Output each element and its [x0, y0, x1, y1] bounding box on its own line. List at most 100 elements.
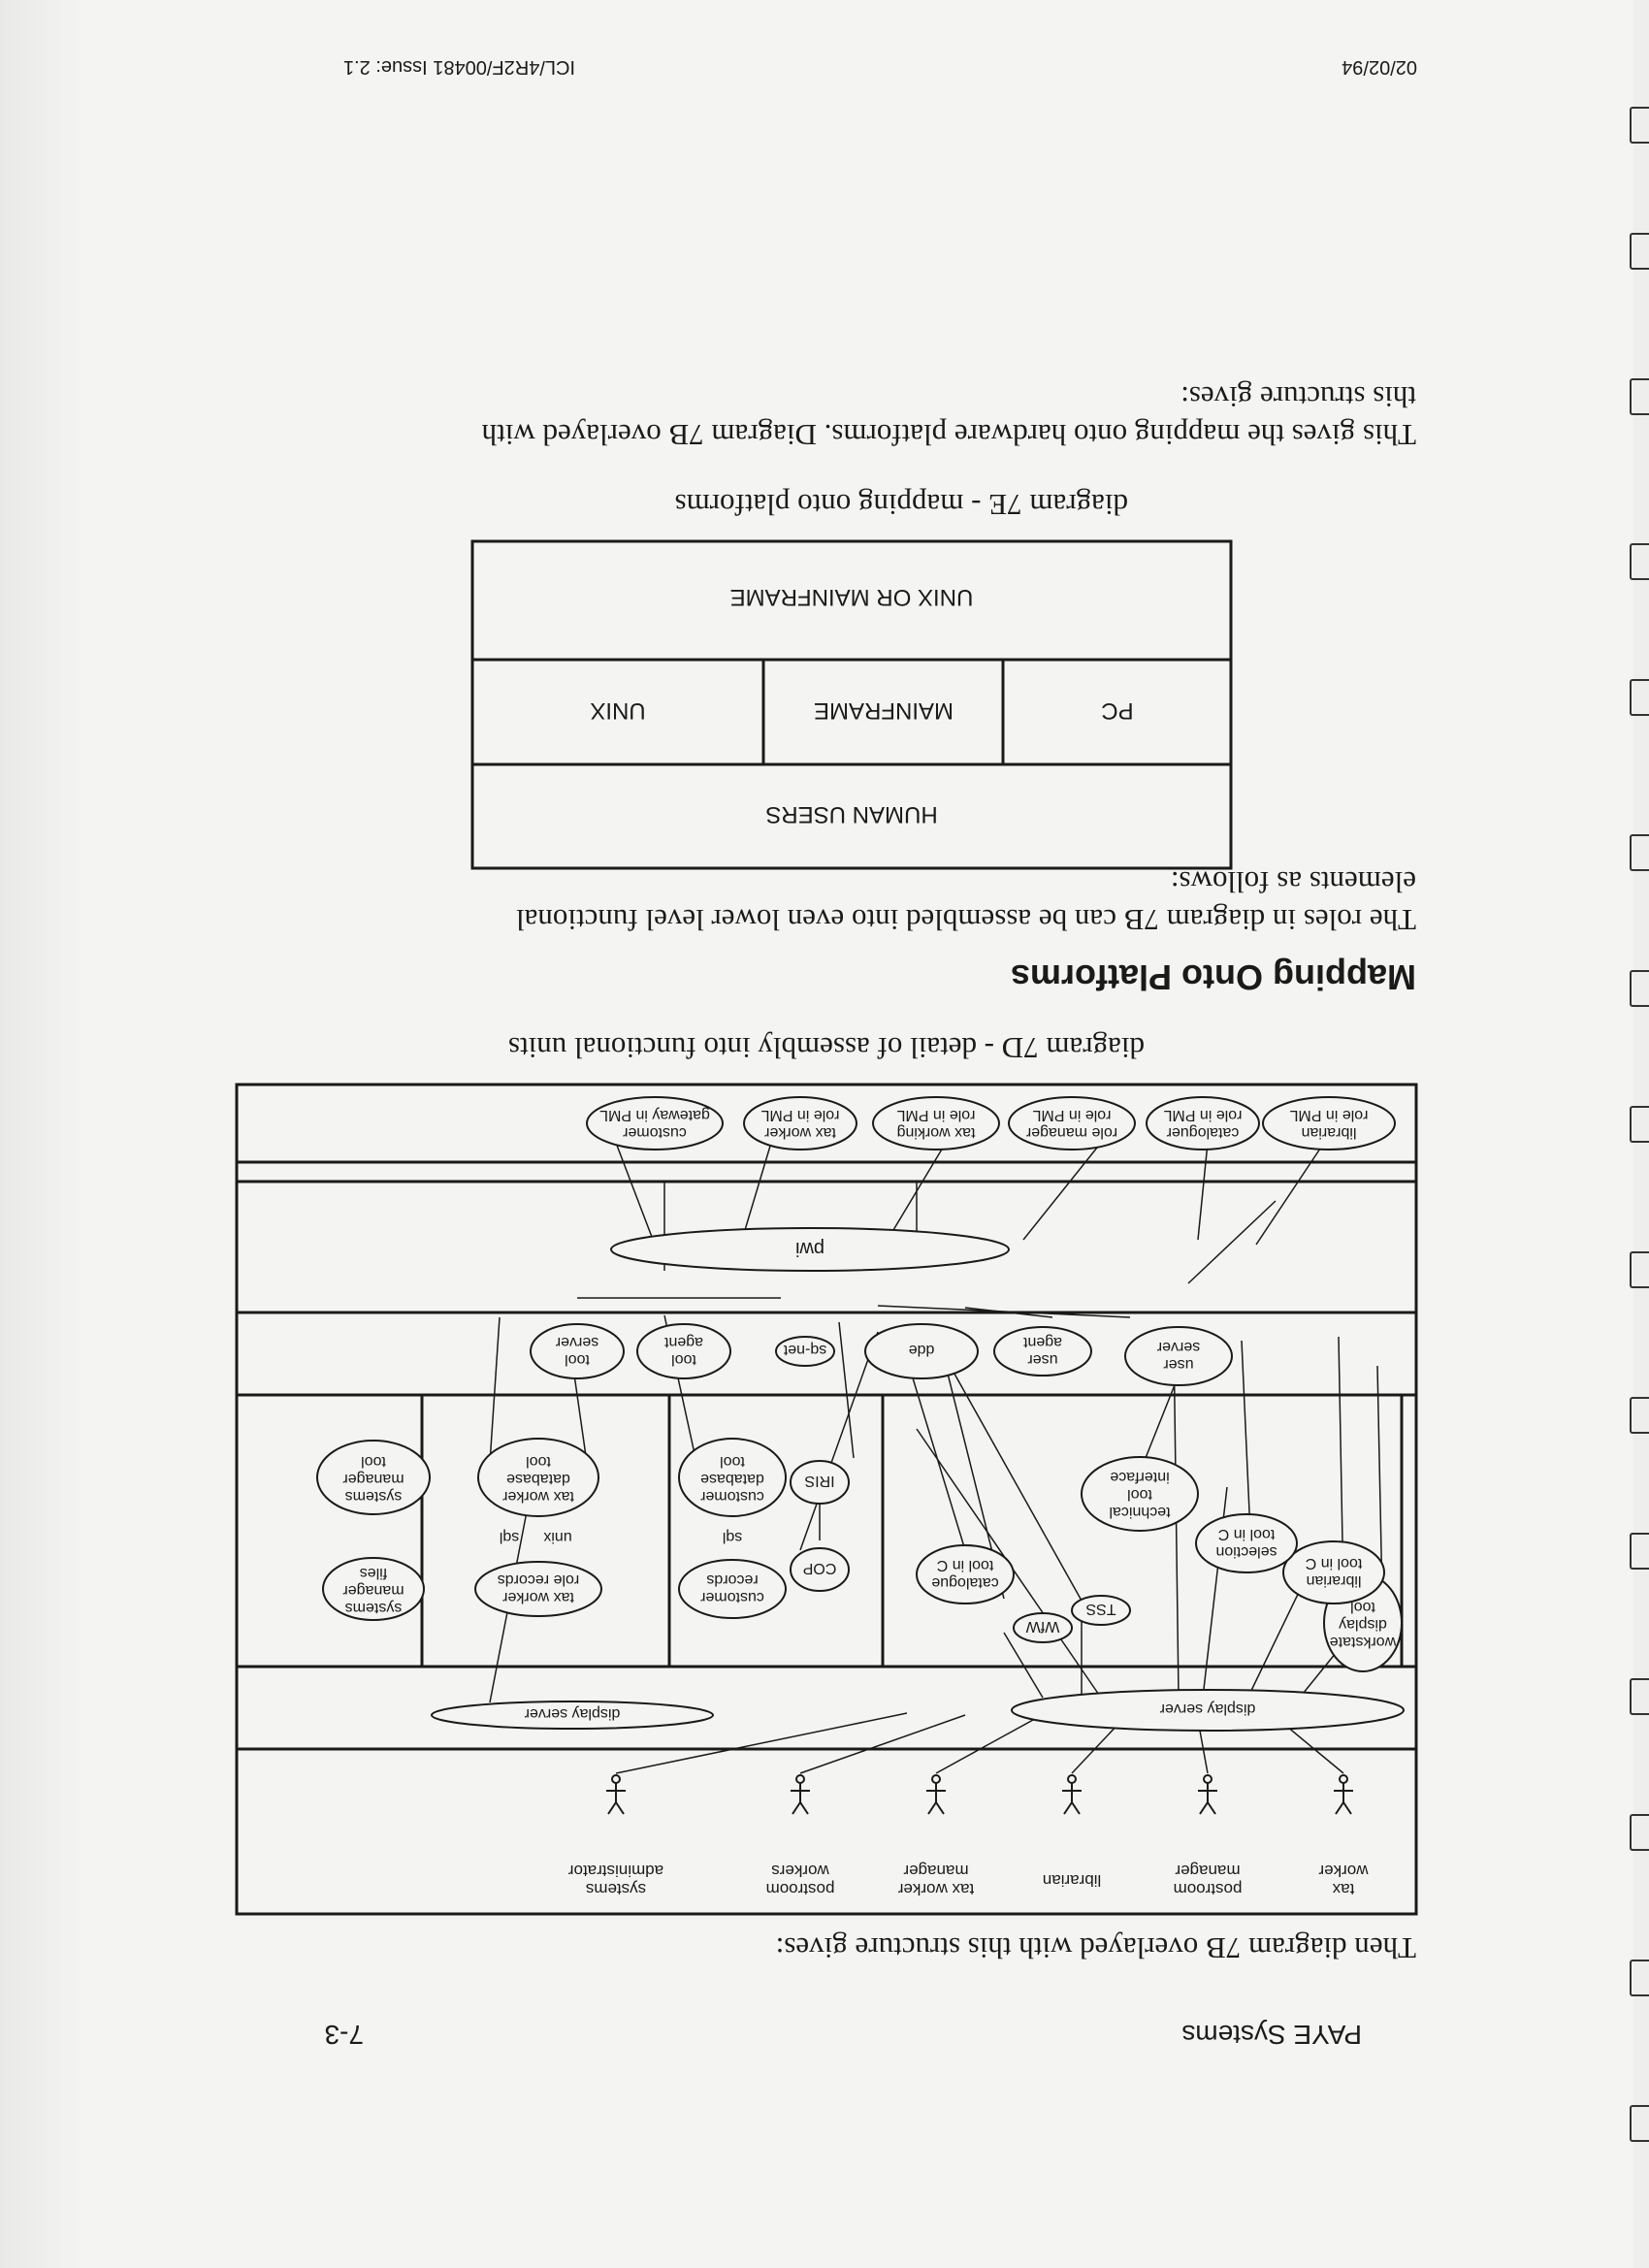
header-page-number: 7-3 [324, 2020, 364, 2050]
technical-tool-interface [1081, 1456, 1199, 1532]
platform-human-users: HUMAN USERS [765, 801, 937, 827]
display-server-secondary-label: display server [524, 1705, 620, 1722]
pml-role-label: role managerrole in PML [1025, 1107, 1117, 1141]
actor-figure [606, 1774, 626, 1815]
pml-role-label: tax workerrole in PML [760, 1107, 839, 1141]
catalogue-tool [916, 1544, 1015, 1604]
customer-database-tool [678, 1438, 787, 1517]
binder-hole [1630, 1397, 1649, 1434]
header-title: PAYE Systems [1181, 2020, 1362, 2050]
binder-hole [1630, 543, 1649, 580]
footer-date: 02/02/94 [1342, 56, 1417, 78]
binder-hole [1630, 2105, 1649, 2142]
pml-role-label: customergateway in PML [599, 1107, 710, 1141]
binder-hole [1630, 1106, 1649, 1143]
actor-label: librarian [1043, 1871, 1101, 1890]
iris-node [790, 1460, 850, 1505]
user-server-label: userserver [1156, 1339, 1200, 1373]
systems-manager-files-label: systemsmanagerfiles [342, 1565, 404, 1616]
binder-hole [1630, 679, 1649, 716]
dde-node [864, 1323, 979, 1379]
caption-7d: diagram 7D - detail of assembly into fun… [507, 1031, 1145, 1065]
iris-label: IRIS [804, 1473, 834, 1489]
workstate-tool-label: workstatedisplaytool [1330, 1599, 1398, 1650]
pml-role-label: tax workingrole in PML [896, 1107, 975, 1141]
selection-tool [1195, 1513, 1298, 1573]
binder-hole [1630, 107, 1649, 144]
binder-hole [1630, 233, 1649, 270]
platform-frame [470, 539, 1233, 870]
link-label-sql: sql [500, 1529, 519, 1545]
pml-role-label: librarianrole in PML [1289, 1107, 1368, 1141]
link-label-sql: sql [723, 1529, 742, 1545]
systems-manager-tool [316, 1440, 431, 1515]
pml-role-cataloguer [1146, 1096, 1260, 1150]
link-label-unix: unix [543, 1529, 571, 1545]
tax-worker-database-tool [477, 1438, 599, 1517]
binder-hole [1630, 970, 1649, 1007]
cop-label: COP [803, 1560, 837, 1576]
technical-tool-label: technicaltoolinterface [1109, 1469, 1170, 1520]
tax-worker-records [474, 1561, 602, 1617]
display-server-main [1011, 1689, 1405, 1732]
dde-label: dde [909, 1342, 935, 1358]
pml-role-librarian [1262, 1096, 1396, 1150]
binder-hole [1630, 1251, 1649, 1288]
actor-figure [1198, 1774, 1217, 1815]
sq-net-label: sq-net [783, 1342, 826, 1358]
librarian-tool [1282, 1540, 1385, 1604]
user-agent-label: useragent [1022, 1334, 1062, 1368]
scan-edge [0, 0, 85, 2268]
actor-figure [1062, 1774, 1082, 1815]
selection-tool-label: selectiontool in C [1215, 1526, 1277, 1560]
actor-figure [926, 1774, 946, 1815]
actor-figure [1334, 1774, 1353, 1815]
platform-pc: PC [1101, 697, 1133, 724]
pwi-label: pwi [795, 1238, 824, 1259]
user-agent [993, 1326, 1092, 1377]
footer-reference: ICL/4R2F/00481 Issue: 2.1 [342, 56, 575, 78]
tool-server [530, 1323, 625, 1379]
actor-label: postroommanager [1174, 1862, 1243, 1898]
actor-label: postroomworkers [766, 1862, 835, 1898]
user-server [1124, 1326, 1233, 1386]
systems-manager-files [322, 1557, 425, 1621]
actor-figure [791, 1774, 810, 1815]
binder-hole [1630, 378, 1649, 415]
pml-role-tax-working [872, 1096, 1000, 1150]
section-title: Mapping Onto Platforms [1011, 957, 1416, 997]
tool-agent [636, 1323, 731, 1379]
pml-role-manager [1008, 1096, 1136, 1150]
customer-records-label: customerrecords [699, 1571, 763, 1605]
binder-hole [1630, 1678, 1649, 1715]
catalogue-tool-label: cataloguetool in C [931, 1557, 998, 1591]
systems-manager-tool-label: systemsmanagertool [342, 1453, 404, 1505]
diagram-7e: HUMAN USERS PC MAINFRAME UNIX UNIX OR MA… [470, 539, 1233, 870]
diagram-7d-frame [235, 1083, 1418, 1916]
pml-role-tax-worker [743, 1096, 857, 1150]
tax-worker-database-tool-label: tax workerdatabasetool [501, 1453, 573, 1505]
tss-label: TSS [1085, 1601, 1116, 1617]
paragraph-roles: The roles in diagram 7B can be assembled… [516, 865, 1416, 937]
tool-server-label: toolserver [555, 1334, 598, 1368]
pwi-node [610, 1227, 1010, 1272]
customer-records [678, 1559, 787, 1619]
paragraph-mapping: This gives the mapping onto hardware pla… [481, 380, 1416, 452]
tool-agent-label: toolagent [663, 1334, 703, 1368]
sq-net-node [775, 1336, 835, 1367]
binder-hole [1630, 834, 1649, 871]
pml-role-label: cataloguerrole in PML [1163, 1107, 1242, 1141]
tax-worker-records-label: tax workerrole records [498, 1571, 579, 1605]
librarian-tool-label: librariantool in C [1306, 1555, 1363, 1589]
wfw-label: WfW [1025, 1618, 1060, 1635]
tss-node [1071, 1595, 1131, 1626]
customer-database-tool-label: customerdatabasetool [699, 1453, 763, 1505]
cop-node [790, 1547, 850, 1592]
page-edge [1633, 0, 1649, 2268]
pml-gateway-customer [586, 1096, 724, 1150]
platform-mainframe: MAINFRAME [814, 697, 954, 724]
actor-label: systemsadministrator [568, 1862, 664, 1898]
binder-hole [1630, 1533, 1649, 1570]
wfw-node [1013, 1612, 1073, 1643]
